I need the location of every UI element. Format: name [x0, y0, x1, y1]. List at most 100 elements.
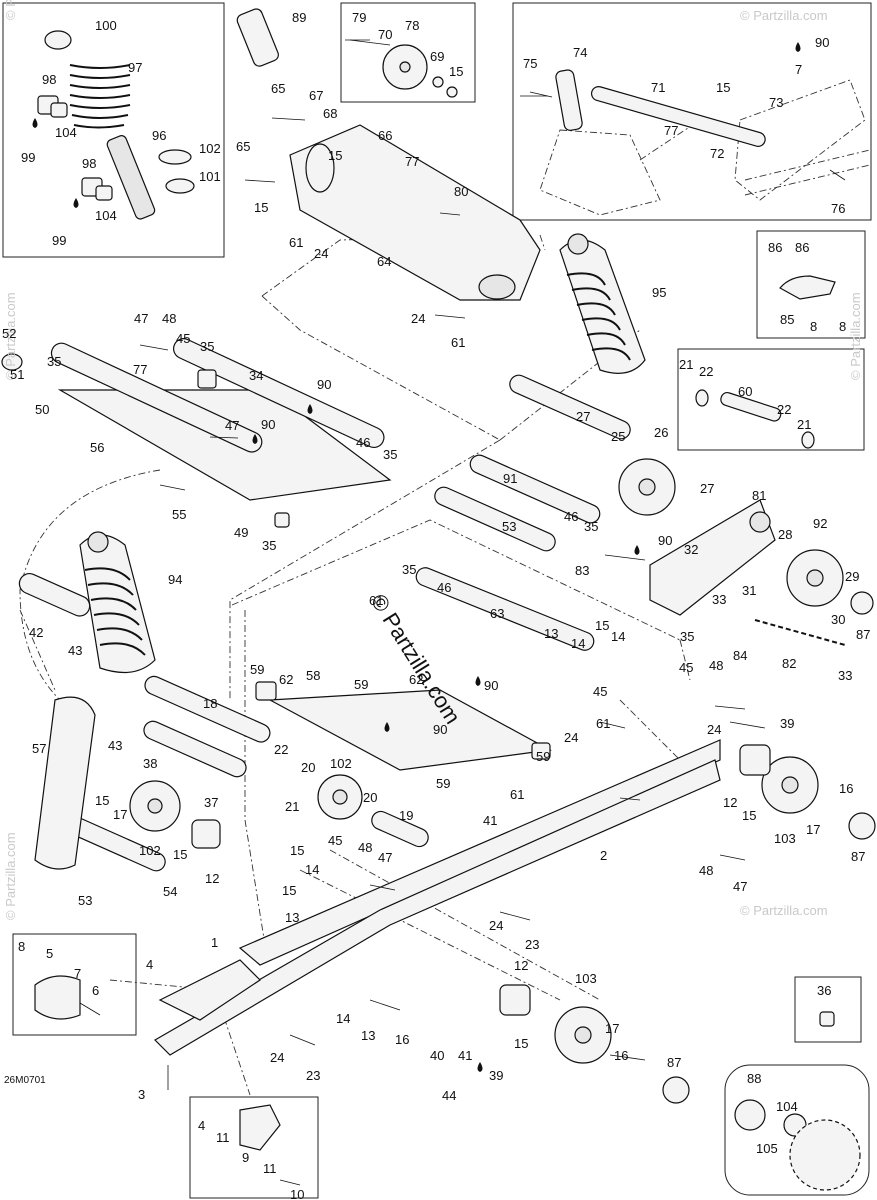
- part-number-label: 8: [839, 319, 846, 334]
- grease-drop-icon: [475, 676, 481, 686]
- part-number-label: 99: [52, 233, 66, 248]
- part-number-label: 45: [679, 660, 693, 675]
- part-number-label: 67: [309, 88, 323, 103]
- part-number-label: 35: [584, 519, 598, 534]
- part-number-label: 16: [839, 781, 853, 796]
- part-number-label: 28: [778, 527, 792, 542]
- part-number-label: 27: [576, 409, 590, 424]
- part-number-label: 79: [352, 10, 366, 25]
- upper-pivot-arm: [289, 124, 541, 301]
- inset-box-bumper: [12, 933, 137, 1036]
- part-number-label: 87: [667, 1055, 681, 1070]
- part-number-label: 69: [430, 49, 444, 64]
- part-number-label: 47: [378, 850, 392, 865]
- part-number-label: 27: [700, 481, 714, 496]
- part-number-label: 7: [74, 966, 81, 981]
- plate-inset: [349, 39, 458, 98]
- part-number-label: 10: [290, 1187, 304, 1200]
- inset-box-plate: [340, 2, 476, 103]
- watermark: © Partzilla.com: [740, 8, 828, 23]
- part-number-label: 15: [742, 808, 756, 823]
- part-number-label: 36: [817, 983, 831, 998]
- part-number-label: 90: [317, 377, 331, 392]
- grease-drop-icon: [32, 118, 38, 128]
- part-number-label: 12: [205, 871, 219, 886]
- grease-drop-icon: [73, 198, 79, 208]
- part-number-label: 15: [328, 148, 342, 163]
- part-number-label: 33: [838, 668, 852, 683]
- grease-drop-icon: [307, 404, 313, 414]
- part-number-label: 105: [756, 1141, 778, 1156]
- part-number-label: 24: [564, 730, 578, 745]
- part-number-label: 15: [449, 64, 463, 79]
- part-number-label: 74: [573, 45, 587, 60]
- part-number-label: 73: [769, 95, 783, 110]
- part-number-label: 48: [358, 840, 372, 855]
- part-number-label: 103: [774, 831, 796, 846]
- part-number-label: 53: [78, 893, 92, 908]
- part-number-label: 24: [314, 246, 328, 261]
- part-number-label: 8: [810, 319, 817, 334]
- part-number-label: 86: [795, 240, 809, 255]
- part-number-label: 103: [575, 971, 597, 986]
- part-number-label: 18: [203, 696, 217, 711]
- watermark: © Partzilla.com: [848, 292, 863, 380]
- part-number-label: 39: [489, 1068, 503, 1083]
- part-number-label: 20: [301, 760, 315, 775]
- part-number-label: 59: [250, 662, 264, 677]
- part-number-label: 61: [451, 335, 465, 350]
- part-number-label: 104: [55, 125, 77, 140]
- part-number-label: 65: [236, 139, 250, 154]
- part-number-label: 49: [234, 525, 248, 540]
- part-number-label: 92: [813, 516, 827, 531]
- part-number-label: 102: [199, 141, 221, 156]
- part-number-label: 41: [483, 813, 497, 828]
- part-number-label: 90: [658, 533, 672, 548]
- part-number-label: 15: [282, 883, 296, 898]
- part-number-label: 64: [377, 254, 391, 269]
- part-number-label: 50: [35, 402, 49, 417]
- grease-fitting: [819, 1011, 835, 1027]
- inset-box-linkage: [512, 2, 872, 221]
- clamp-bracket: [779, 275, 836, 300]
- part-number-label: 42: [29, 625, 43, 640]
- part-number-label: 39: [780, 716, 794, 731]
- part-number-label: 97: [128, 60, 142, 75]
- part-number-label: 14: [305, 862, 319, 877]
- part-number-label: 8: [18, 939, 25, 954]
- part-number-label: 58: [306, 668, 320, 683]
- bumper: [34, 975, 81, 1020]
- part-number-label: 43: [108, 738, 122, 753]
- part-number-label: 96: [152, 128, 166, 143]
- part-number-label: 24: [270, 1050, 284, 1065]
- part-number-label: 62: [409, 672, 423, 687]
- watermark: © Partzilla.com: [3, 0, 18, 20]
- part-number-label: 75: [523, 56, 537, 71]
- part-number-label: 57: [32, 741, 46, 756]
- part-number-label: 40: [430, 1048, 444, 1063]
- part-number-label: 61: [369, 593, 383, 608]
- part-number-label: 71: [651, 80, 665, 95]
- part-number-label: 12: [514, 958, 528, 973]
- shock-body: [106, 135, 156, 220]
- part-number-label: 16: [395, 1032, 409, 1047]
- part-number-label: 77: [133, 362, 147, 377]
- part-number-label: 102: [330, 756, 352, 771]
- part-number-label: 21: [797, 417, 811, 432]
- watermark: © Partzilla.com: [3, 292, 18, 380]
- clamp-ring: [158, 149, 192, 165]
- centre-arm: [255, 681, 552, 771]
- part-number-label: 11: [263, 1161, 277, 1176]
- part-number-label: 13: [285, 910, 299, 925]
- part-number-label: 1: [211, 935, 218, 950]
- part-number-label: 24: [489, 918, 503, 933]
- coil-spring: [69, 64, 131, 129]
- part-number-label: 35: [200, 339, 214, 354]
- part-number-label: 78: [405, 18, 419, 33]
- grease-drop-icon: [795, 42, 801, 52]
- part-number-label: 90: [433, 722, 447, 737]
- grease-drop-icon: [384, 722, 390, 732]
- adjuster-block: [191, 819, 221, 849]
- part-number-label: 91: [503, 471, 517, 486]
- part-number-label: 15: [95, 793, 109, 808]
